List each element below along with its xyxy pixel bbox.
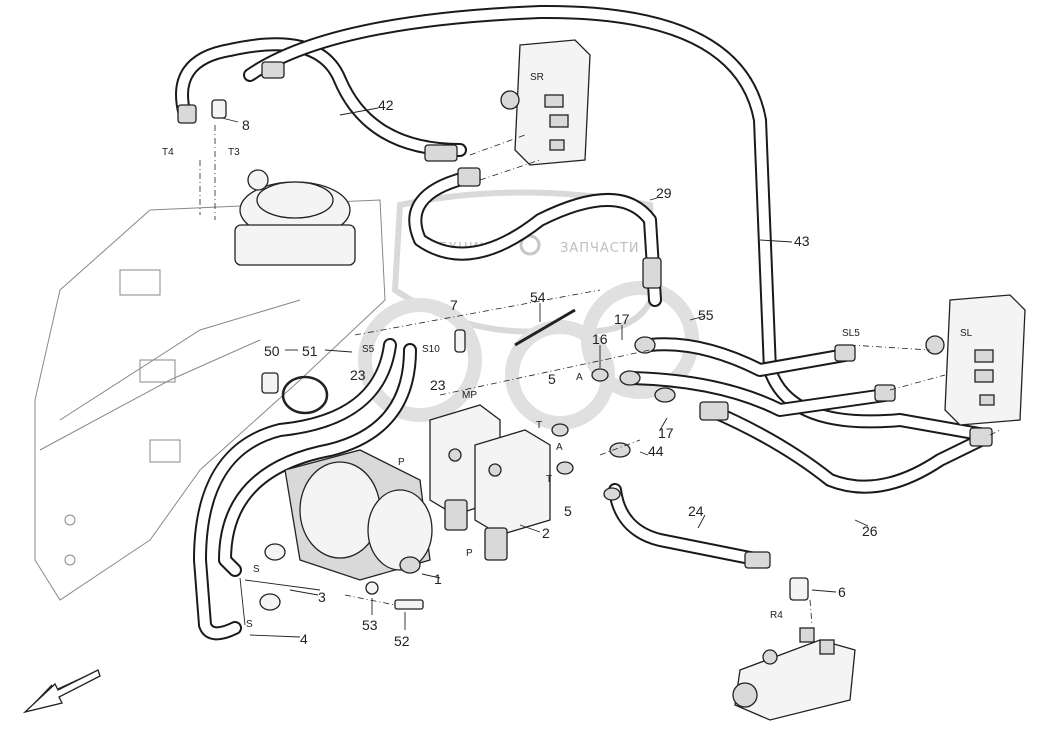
callout-24: 24	[688, 503, 704, 519]
callout-53: 53	[362, 617, 378, 633]
small-parts	[259, 308, 676, 611]
leader-lines	[221, 107, 869, 638]
callout-7: 7	[450, 297, 458, 313]
port-t-upper: T	[536, 420, 542, 431]
distribution-block	[732, 627, 856, 721]
port-a-lower: A	[556, 442, 563, 453]
callout-3: 3	[318, 589, 326, 605]
hose-fittings	[177, 61, 993, 601]
port-s-lower: S	[246, 619, 253, 630]
port-sr: SR	[530, 72, 544, 83]
callout-52: 52	[394, 633, 410, 649]
callout-26: 26	[862, 523, 878, 539]
port-t-lower: T	[546, 474, 552, 485]
engine-block	[34, 199, 386, 601]
callout-55: 55	[698, 307, 714, 323]
callout-42: 42	[378, 97, 394, 113]
center-lines	[199, 125, 1001, 626]
gear-pump	[284, 449, 433, 581]
port-sl: SL	[960, 328, 973, 339]
port-s10: S10	[422, 344, 440, 355]
watermark-right-word: ЗАПЧАСТИ	[560, 241, 640, 256]
hose-55	[623, 337, 892, 417]
callout-50: 50	[264, 343, 280, 359]
rotary-valve	[234, 169, 356, 266]
hose-42	[175, 37, 467, 157]
hose-26	[703, 403, 992, 494]
callout-23-left: 23	[350, 367, 366, 383]
direction-arrow-icon	[22, 669, 101, 714]
callout-29: 29	[656, 185, 672, 201]
callout-8: 8	[242, 117, 250, 133]
callout-16: 16	[592, 331, 608, 347]
hose-29	[408, 171, 662, 307]
callout-5-upper: 5	[548, 371, 556, 387]
callout-labels: 1 2 3 4 5 5 6 7 8 16 17 17 23 23 24 26 2…	[242, 97, 878, 649]
callout-51: 51	[302, 343, 318, 359]
callout-43: 43	[794, 233, 810, 249]
port-mp: MP	[462, 390, 477, 401]
port-p-bottom: P	[466, 548, 473, 559]
port-sl5: SL5	[842, 328, 860, 339]
callout-4: 4	[300, 631, 308, 647]
callout-23-right: 23	[430, 377, 446, 393]
callout-44: 44	[648, 443, 664, 459]
manifold-sr	[500, 39, 591, 166]
port-a-upper: A	[576, 372, 583, 383]
callout-17-upper: 17	[614, 311, 630, 327]
callout-2: 2	[542, 525, 550, 541]
callout-17-lower: 17	[658, 425, 674, 441]
valve-blocks	[429, 404, 551, 561]
callout-54: 54	[530, 289, 546, 305]
hose-23	[193, 338, 417, 641]
port-labels: T4 T3 SR SL SL5 S5 S10 MP P P A A T T S …	[162, 72, 973, 630]
manifold-sl	[925, 294, 1026, 426]
port-t4: T4	[162, 147, 174, 158]
port-t3: T3	[228, 147, 240, 158]
callout-5-lower: 5	[564, 503, 572, 519]
port-s-upper: S	[253, 564, 260, 575]
hose-24	[608, 483, 767, 567]
port-p-left: P	[398, 457, 405, 468]
port-s5: S5	[362, 344, 375, 355]
port-r4: R4	[770, 610, 783, 621]
callout-6: 6	[838, 584, 846, 600]
callout-1: 1	[434, 571, 442, 587]
